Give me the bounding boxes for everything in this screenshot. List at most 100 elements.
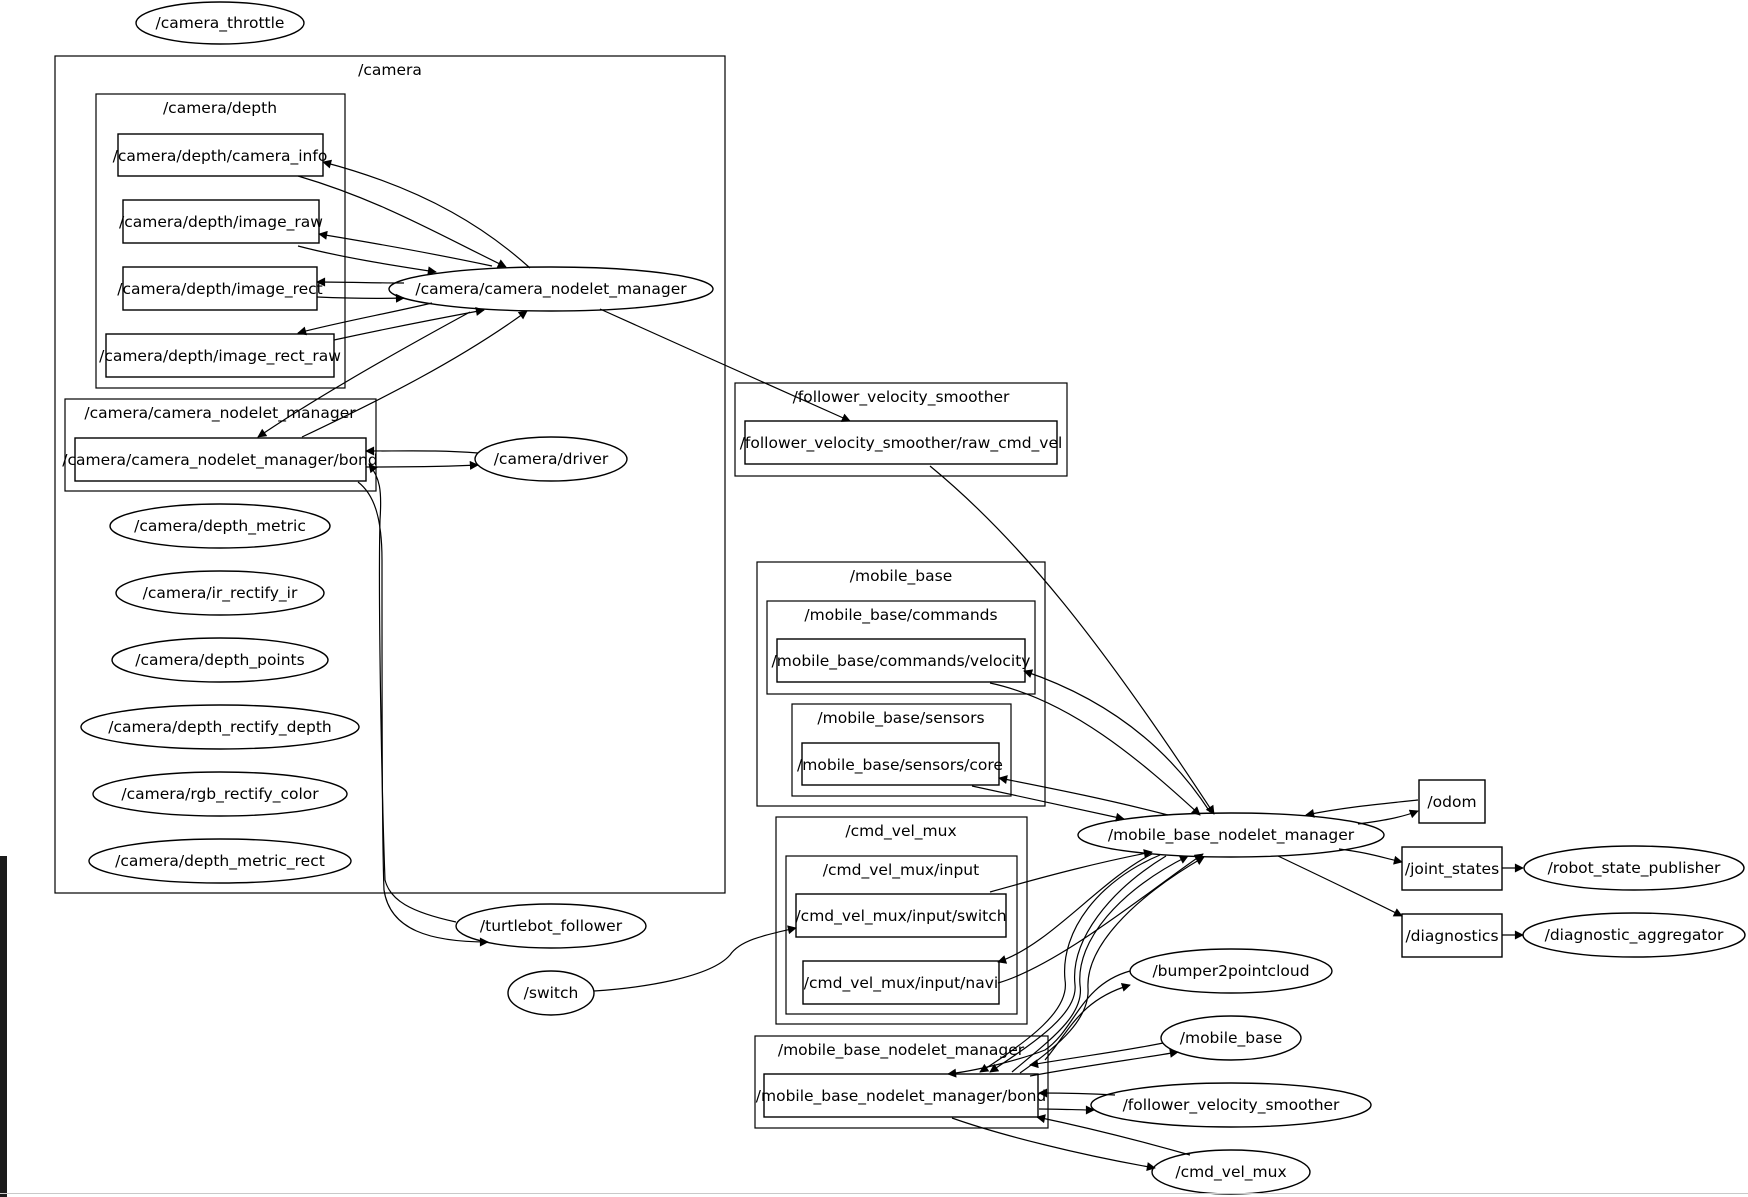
topic-camera-depth-image-rect-raw-label: /camera/depth/image_rect_raw — [99, 347, 341, 366]
node-camera-throttle[interactable]: /camera_throttle — [135, 1, 305, 45]
edge-bond-to-smoother-node — [1038, 1105, 1095, 1115]
cluster-cmd-vel-mux-input: /cmd_vel_mux/input — [785, 855, 1018, 1015]
window-edge-bar — [0, 856, 7, 1197]
node-camera-ir-rectify-ir[interactable]: /camera/ir_rectify_ir — [115, 570, 325, 616]
topic-commands-velocity[interactable]: /mobile_base/commands/velocity — [772, 638, 1031, 683]
node-cmd-vel-mux[interactable]: /cmd_vel_mux — [1151, 1149, 1311, 1195]
edge-manager-to-camera-info — [322, 159, 531, 269]
cluster-camera-label: /camera — [358, 61, 422, 79]
edge-image-raw-to-manager — [297, 245, 437, 276]
edge-velocity-to-mobile-manager — [989, 682, 1201, 816]
edge-image-rect-to-manager — [316, 293, 405, 303]
topic-input-switch-label: /cmd_vel_mux/input/switch — [795, 907, 1006, 926]
cluster-cmd-vel-mux-label: /cmd_vel_mux — [845, 822, 956, 841]
topic-odom-label: /odom — [1427, 793, 1476, 811]
node-camera-depth-rectify-depth[interactable]: /camera/depth_rectify_depth — [80, 704, 360, 750]
topic-sensors-core[interactable]: /mobile_base/sensors/core — [797, 742, 1003, 786]
node-camera-nodelet-manager[interactable]: /camera/camera_nodelet_manager — [388, 266, 714, 312]
edge-odom-to-mobile-manager — [1305, 799, 1419, 818]
node-camera-ir-rectify-ir-label: /camera/ir_rectify_ir — [143, 584, 298, 603]
edge-manager-to-image-rect-raw — [297, 302, 433, 336]
node-mobile-base-nodelet-manager[interactable]: /mobile_base_nodelet_manager — [1077, 812, 1385, 858]
edge-switch-topic-to-mobile-manager — [989, 849, 1153, 893]
cluster-mobile-base-label: /mobile_base — [850, 567, 953, 586]
topic-joint-states[interactable]: /joint_states — [1401, 846, 1503, 891]
topic-camera-depth-image-rect-label: /camera/depth/image_rect — [117, 280, 323, 299]
node-switch[interactable]: /switch — [507, 970, 595, 1016]
cluster-mobile-base-sensors: /mobile_base/sensors — [791, 703, 1012, 797]
edge-mobile-base-node-to-bond — [1029, 1042, 1164, 1069]
edge-manager-to-image-raw — [318, 230, 493, 267]
node-camera-throttle-label: /camera_throttle — [156, 14, 285, 33]
edge-camera-bond-to-driver — [365, 460, 479, 470]
topic-diagnostics[interactable]: /diagnostics — [1401, 913, 1503, 958]
node-camera-depth-points[interactable]: /camera/depth_points — [111, 637, 329, 683]
topic-sensors-core-label: /mobile_base/sensors/core — [797, 756, 1003, 775]
topic-raw-cmd-vel[interactable]: /follower_velocity_smoother/raw_cmd_vel — [740, 420, 1063, 465]
topic-camera-nodelet-manager-bond[interactable]: /camera/camera_nodelet_manager/bond — [62, 437, 378, 482]
edge-image-rect-raw-to-manager — [333, 307, 485, 341]
node-camera-nodelet-manager-label: /camera/camera_nodelet_manager — [415, 280, 687, 299]
topic-camera-depth-image-raw[interactable]: /camera/depth/image_raw — [119, 199, 323, 244]
node-camera-depth-metric-rect[interactable]: /camera/depth_metric_rect — [88, 838, 352, 884]
cluster-cmd-vel-mux: /cmd_vel_mux — [775, 816, 1028, 1025]
topic-odom[interactable]: /odom — [1418, 779, 1486, 824]
topic-camera-depth-image-raw-label: /camera/depth/image_raw — [119, 213, 323, 232]
edge-mobile-manager-to-bond-2 — [989, 855, 1167, 1073]
cluster-camera-depth-label: /camera/depth — [163, 99, 277, 117]
edge-switch-node-to-input-switch — [593, 925, 797, 992]
edge-mobile-manager-to-odom — [1357, 809, 1419, 825]
edge-core-to-mobile-manager — [971, 785, 1125, 822]
topic-joint-states-label: /joint_states — [1405, 860, 1499, 879]
edge-bond-to-bumper — [1044, 983, 1131, 1061]
node-mobile-base[interactable]: /mobile_base — [1160, 1015, 1302, 1061]
bottom-border — [0, 1193, 1748, 1194]
node-turtlebot-follower[interactable]: /turtlebot_follower — [455, 903, 647, 949]
topic-camera-depth-image-rect[interactable]: /camera/depth/image_rect — [117, 266, 323, 311]
topic-commands-velocity-label: /mobile_base/commands/velocity — [772, 652, 1031, 671]
cluster-mobile-base-commands-label: /mobile_base/commands — [804, 606, 997, 625]
topic-input-navi-label: /cmd_vel_mux/input/navi — [804, 974, 998, 993]
node-camera-rgb-rectify-color[interactable]: /camera/rgb_rectify_color — [92, 771, 348, 817]
node-bumper2pointcloud[interactable]: /bumper2pointcloud — [1129, 948, 1333, 994]
edge-bond-to-mobile-base-node — [1029, 1048, 1179, 1077]
cluster-follower-velocity-smoother: /follower_velocity_smoother — [734, 382, 1068, 477]
edge-mobile-manager-to-diagnostics — [1277, 855, 1403, 917]
node-camera-driver[interactable]: /camera/driver — [474, 436, 628, 482]
node-turtlebot-follower-label: /turtlebot_follower — [480, 917, 623, 936]
topic-camera-depth-image-rect-raw[interactable]: /camera/depth/image_rect_raw — [99, 333, 341, 378]
topic-mobile-base-nodelet-manager-bond[interactable]: /mobile_base_nodelet_manager/bond — [756, 1073, 1046, 1118]
edge-mobile-manager-to-bond-1 — [979, 854, 1161, 1073]
edge-bumper-to-bond — [947, 970, 1131, 1078]
cluster-mobile-base-sensors-label: /mobile_base/sensors — [817, 709, 984, 728]
node-diagnostic-aggregator-label: /diagnostic_aggregator — [1545, 926, 1724, 945]
edge-manager-to-raw-cmd-vel — [599, 308, 851, 422]
edge-camera-info-to-manager — [297, 175, 507, 268]
topic-camera-depth-camera-info[interactable]: /camera/depth/camera_info — [113, 133, 328, 177]
topic-camera-nodelet-manager-bond-label: /camera/camera_nodelet_manager/bond — [62, 451, 377, 470]
topic-input-switch[interactable]: /cmd_vel_mux/input/switch — [795, 893, 1007, 938]
edge-mobile-manager-to-navi — [997, 853, 1153, 964]
node-camera-driver-label: /camera/driver — [494, 450, 609, 468]
topic-input-navi[interactable]: /cmd_vel_mux/input/navi — [802, 960, 1000, 1005]
node-cmd-vel-mux-label: /cmd_vel_mux — [1175, 1163, 1286, 1182]
node-camera-depth-metric-label: /camera/depth_metric — [134, 517, 306, 536]
node-camera-depth-metric-rect-label: /camera/depth_metric_rect — [115, 852, 325, 871]
node-switch-label: /switch — [524, 984, 579, 1002]
node-diagnostic-aggregator[interactable]: /diagnostic_aggregator — [1522, 912, 1746, 958]
edge-bond-to-cmd-vel-mux-node — [951, 1117, 1156, 1172]
edge-cmd-vel-mux-node-to-bond — [1036, 1114, 1191, 1156]
edge-follower-to-camera-bond — [368, 463, 457, 923]
edge-camera-bond-to-follower — [357, 481, 489, 947]
cluster-camera-nodelet-manager-label: /camera/camera_nodelet_manager — [84, 404, 356, 423]
node-follower-velocity-smoother[interactable]: /follower_velocity_smoother — [1090, 1082, 1372, 1128]
edge-manager-to-camera-bond — [257, 311, 471, 438]
cluster-mobile-base-nodelet-manager-label: /mobile_base_nodelet_manager — [778, 1041, 1025, 1060]
edge-raw-cmd-vel-to-mobile-manager — [929, 465, 1215, 815]
node-robot-state-publisher[interactable]: /robot_state_publisher — [1523, 845, 1745, 891]
node-bumper2pointcloud-label: /bumper2pointcloud — [1152, 962, 1309, 980]
cluster-camera: /camera — [54, 55, 726, 894]
node-camera-depth-metric[interactable]: /camera/depth_metric — [109, 503, 331, 549]
edge-mobile-manager-to-core — [998, 775, 1169, 816]
